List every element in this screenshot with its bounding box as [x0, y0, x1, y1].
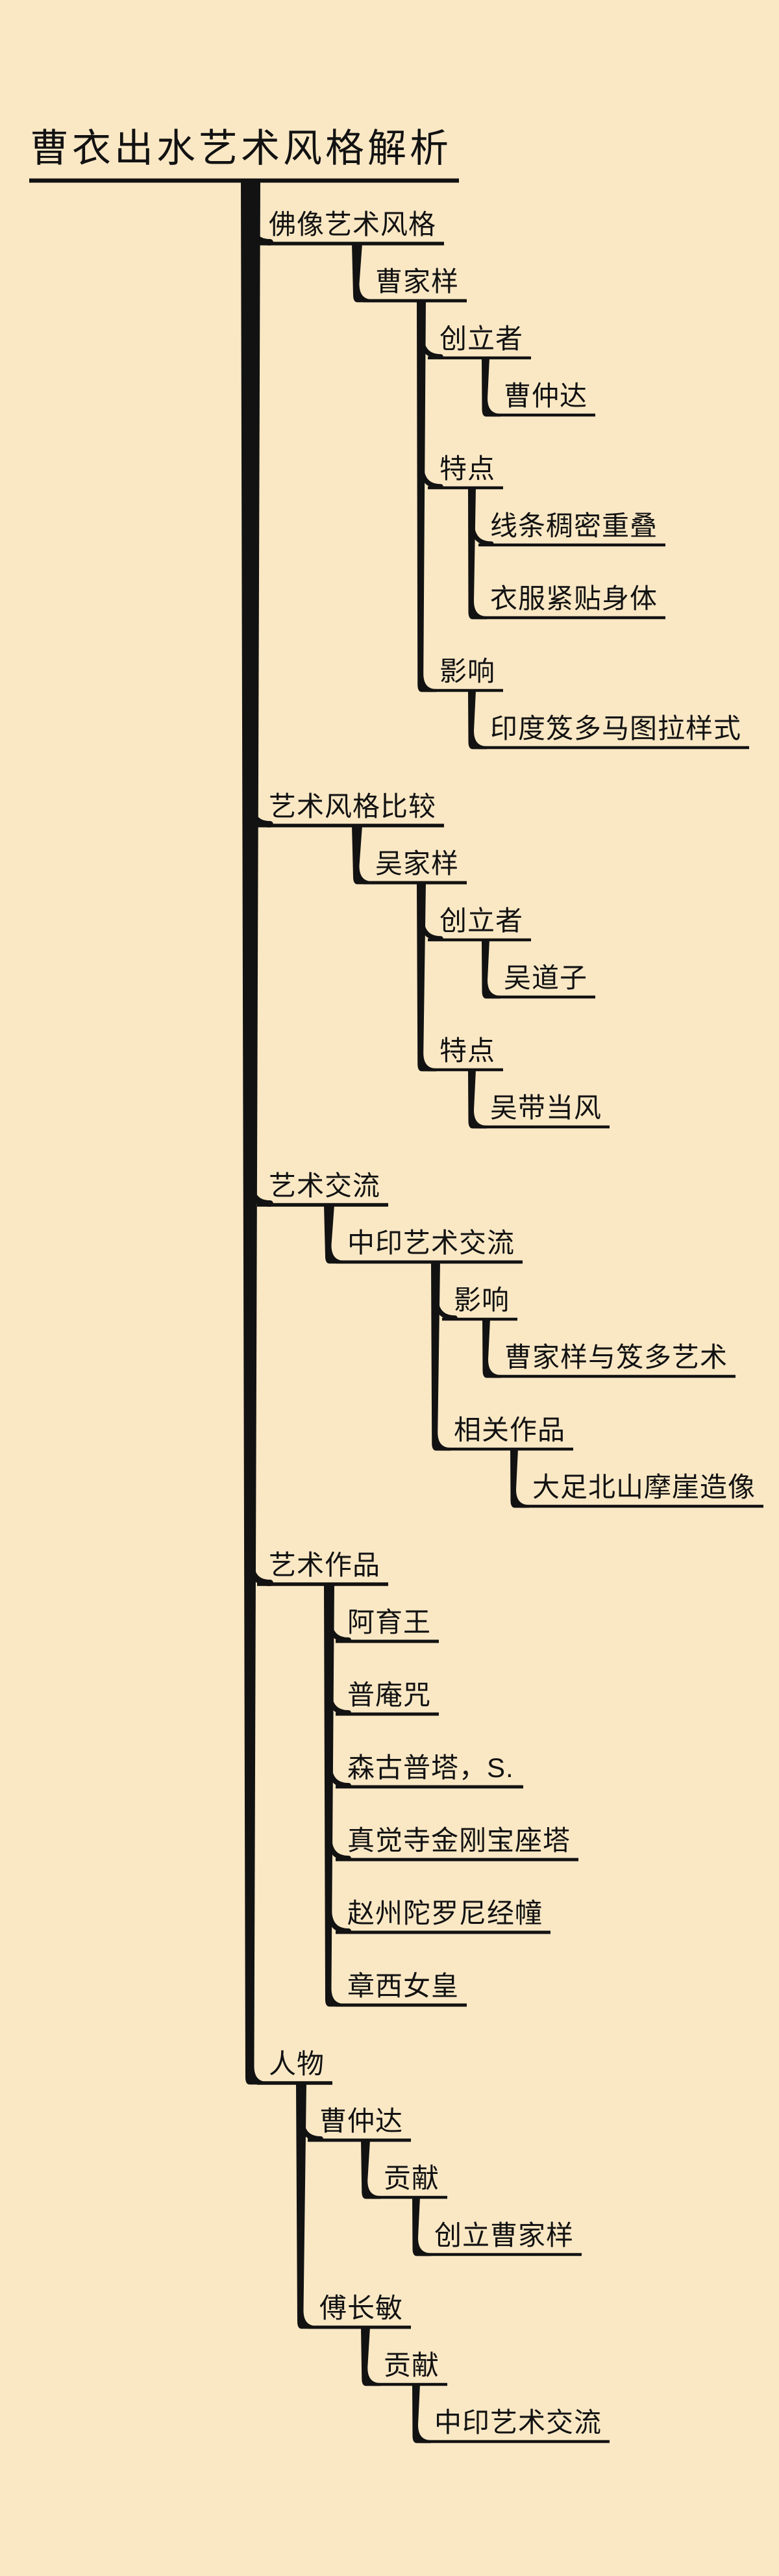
- node-label[interactable]: 艺术交流: [269, 1170, 381, 1201]
- node-label[interactable]: 普庵咒: [347, 1680, 432, 1710]
- node-label[interactable]: 衣服紧贴身体: [490, 583, 658, 614]
- branch-vertical-line: [468, 488, 487, 620]
- node-label[interactable]: 创立曹家样: [434, 2220, 575, 2251]
- branch-curve-line: [419, 333, 443, 359]
- branch-vertical-line: [412, 2197, 431, 2256]
- branch-vertical-line: [482, 358, 501, 417]
- node-label[interactable]: 特点: [439, 453, 496, 484]
- node-label[interactable]: 艺术风格比较: [269, 791, 437, 822]
- node-label[interactable]: 森古普塔，S.: [347, 1752, 514, 1783]
- node-label[interactable]: 人物: [269, 2049, 325, 2079]
- branch-curve-line: [247, 1180, 273, 1207]
- node-label[interactable]: 章西女皇: [347, 1971, 460, 2001]
- branch-vertical-line: [417, 883, 437, 1072]
- node-label[interactable]: 影响: [439, 656, 496, 687]
- node-label[interactable]: 真觉寺金刚宝座塔: [347, 1825, 571, 1856]
- node-label[interactable]: 曹仲达: [319, 2106, 404, 2136]
- node-label[interactable]: 佛像艺术风格: [269, 209, 437, 240]
- node-label[interactable]: 相关作品: [454, 1415, 566, 1445]
- node-label[interactable]: 印度笈多马图拉样式: [490, 713, 742, 744]
- node-label[interactable]: 中印艺术交流: [434, 2407, 602, 2438]
- branch-vertical-line: [417, 301, 437, 692]
- branch-vertical-line: [468, 1070, 487, 1129]
- node-label[interactable]: 吴道子: [504, 963, 588, 993]
- branch-curve-line: [469, 520, 494, 546]
- branch-vertical-line: [324, 1584, 345, 2007]
- branch-vertical-line: [361, 2140, 381, 2199]
- node-label[interactable]: 傅长敏: [319, 2293, 404, 2323]
- branch-vertical-line: [296, 2083, 317, 2329]
- branch-vertical-line: [431, 1262, 451, 1451]
- node-label[interactable]: 影响: [454, 1285, 510, 1315]
- branch-vertical-line: [352, 244, 373, 303]
- branch-curve-line: [419, 915, 443, 941]
- node-label[interactable]: 贡献: [384, 2163, 440, 2193]
- node-label[interactable]: 曹家样: [375, 266, 460, 297]
- node-label[interactable]: 吴家样: [375, 848, 460, 879]
- node-label[interactable]: 曹家样与笈多艺术: [504, 1342, 728, 1372]
- node-label[interactable]: 大足北山摩崖造像: [532, 1472, 756, 1502]
- node-label[interactable]: 线条稠密重叠: [490, 511, 658, 541]
- node-label[interactable]: 贡献: [384, 2350, 440, 2380]
- branch-vertical-line: [412, 2384, 431, 2443]
- branch-curve-line: [327, 1908, 351, 1934]
- branch-vertical-line: [482, 940, 501, 999]
- node-label[interactable]: 吴带当风: [490, 1092, 602, 1123]
- branch-vertical-line: [361, 2327, 381, 2386]
- map-title: 曹衣出水艺术风格解析: [30, 127, 452, 170]
- branch-curve-line: [433, 1294, 458, 1320]
- node-label[interactable]: 创立者: [439, 323, 524, 354]
- branch-curve-line: [419, 463, 443, 489]
- trunk-line: [241, 181, 267, 2085]
- node-label[interactable]: 曹仲达: [504, 381, 588, 411]
- node-label[interactable]: 特点: [439, 1035, 496, 1066]
- node-label[interactable]: 中印艺术交流: [347, 1228, 515, 1258]
- branch-vertical-line: [510, 1449, 529, 1508]
- branch-vertical-line: [482, 1319, 501, 1378]
- branch-curve-line: [247, 800, 273, 827]
- branch-curve-line: [247, 218, 273, 246]
- branch-vertical-line: [352, 826, 373, 885]
- node-label[interactable]: 赵州陀罗尼经幢: [347, 1898, 543, 1928]
- branch-curve-line: [247, 1559, 273, 1586]
- branch-vertical-line: [324, 1205, 345, 1264]
- branch-vertical-line: [468, 690, 487, 750]
- node-label[interactable]: 艺术作品: [269, 1550, 381, 1580]
- node-label[interactable]: 阿育王: [347, 1607, 432, 1637]
- node-label[interactable]: 创立者: [439, 905, 524, 936]
